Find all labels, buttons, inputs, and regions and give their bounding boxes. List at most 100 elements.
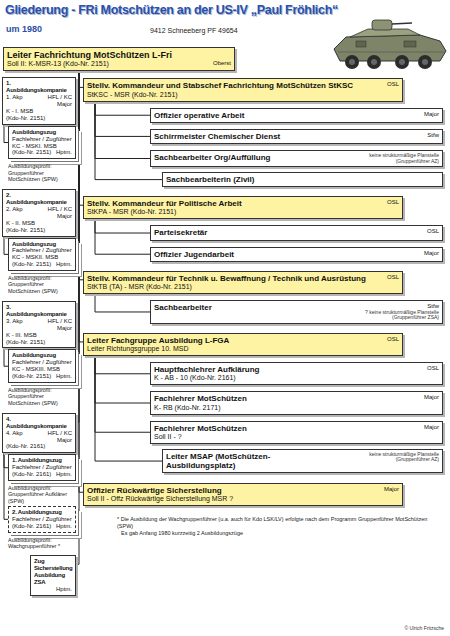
rank-column: OSL bbox=[387, 81, 399, 88]
node-text: OSL bbox=[427, 365, 439, 372]
org-connector bbox=[95, 102, 150, 116]
deputy-box: OSLLeiter Fachgruppe Ausbildung L-FGALei… bbox=[83, 333, 403, 356]
deputy-box: OSLStellv. Kommandeur für Technik u. Bew… bbox=[83, 271, 403, 294]
rank-column: Stfw bbox=[427, 132, 439, 139]
rank-column: keine strukturmäßige Planstelle (Gruppen… bbox=[343, 452, 439, 463]
node-text: HFL / KC bbox=[48, 206, 72, 213]
node-text: (Kdo-Nr. 2151) bbox=[12, 373, 72, 380]
node-text: Hptm. bbox=[56, 471, 72, 478]
node-text: Hptm. bbox=[56, 373, 72, 380]
note-text: Ausbildungsprofil: Wachgruppenführer * bbox=[8, 537, 76, 550]
node-text: HFL / KC bbox=[48, 318, 72, 325]
node-text: OSL bbox=[387, 81, 399, 88]
node-text: Schirrmeister Chemischer Dienst bbox=[154, 132, 439, 141]
node-text: StKPA - MSR (Kdo-Nr. 2151) bbox=[87, 208, 399, 216]
staff-box: MajorFachlehrer MotSchützenK- RB (Kdo-Nr… bbox=[150, 391, 443, 414]
node-text: 2. Ausbildungszug bbox=[12, 509, 72, 516]
platoon-box: 1. AusbildungszugFachlehrer / ZugführerH… bbox=[8, 454, 76, 481]
note-text: Es gab Anfang 1980 kurzzeitig 2 Ausbildu… bbox=[121, 530, 437, 536]
staff-box: Sachbearbeiterin (Zivil) bbox=[162, 172, 443, 187]
node-text: Major bbox=[424, 394, 439, 401]
node-text: Fachlehrer / Zugführer bbox=[12, 464, 72, 471]
node-text: Stellv. Kommandeur für Technik u. Bewaff… bbox=[87, 274, 399, 283]
staff-box: keine strukturmäßige Planstelle (Gruppen… bbox=[150, 150, 443, 167]
copyright-note: © Ulrich Fritzsche bbox=[340, 626, 444, 632]
node-text: Major bbox=[6, 213, 72, 220]
node-text: StKSC - MSR (Kdo-Nr. 2151) bbox=[87, 91, 399, 99]
node-text: 2. Akp bbox=[6, 206, 72, 213]
platoon-box: AusbildungszugFachlehrer / ZugführerKC -… bbox=[8, 238, 76, 272]
node-text: Stfw bbox=[343, 303, 439, 310]
org-connector bbox=[95, 356, 150, 432]
node-text: OSL bbox=[387, 274, 399, 281]
node-text: 1. Ausbildungskompanie bbox=[6, 80, 72, 94]
node-text: Hptm. bbox=[56, 261, 72, 268]
org-connector bbox=[95, 294, 150, 312]
node-text: Soll II - Offz Rückwärtige Sicherstellun… bbox=[87, 495, 399, 503]
chart-title: Gliederung - FRi Motschützen an der US-I… bbox=[5, 3, 338, 18]
node-text: (Kdo-Nr. 2151) bbox=[6, 115, 72, 122]
node-text: 1. Akp bbox=[6, 94, 72, 101]
node-text: Soll II - ? bbox=[154, 433, 439, 441]
node-text: 2. Ausbildungskompanie bbox=[6, 192, 72, 206]
node-text: Leiter Fachrichtung MotSchützen L-Fri bbox=[7, 50, 231, 60]
node-text: Major bbox=[424, 424, 439, 431]
platoon-box: 2. AusbildungszugFachlehrer / ZugführerH… bbox=[8, 506, 76, 533]
node-text: Parteisekretär bbox=[154, 228, 439, 237]
apc-vehicle bbox=[334, 20, 446, 69]
node-text: K - II. MSB bbox=[6, 220, 72, 227]
node-text: StKTB (TA) - MSR (Kdo-Nr. 2151) bbox=[87, 283, 399, 291]
node-text: Fachlehrer / Zugführer bbox=[12, 136, 72, 143]
subtitle-text: um 1980 bbox=[6, 24, 42, 34]
node-text: Hauptfachlehrer Aufklärung bbox=[154, 365, 439, 374]
note-text: Ausbildungsprofil: Gruppenführer MotSchü… bbox=[8, 163, 76, 182]
node-text: Major bbox=[6, 101, 72, 108]
node-text: Hptm. bbox=[56, 523, 72, 530]
node-text: Ausbildungszug bbox=[12, 129, 72, 136]
deputy-box: OSLStellv. Kommandeur für Politische Arb… bbox=[83, 196, 403, 219]
rank-column: Major bbox=[424, 424, 439, 431]
node-text: Fachlehrer / Zugführer bbox=[12, 516, 72, 523]
node-text: (Kdo-Nr. 2161) bbox=[6, 443, 72, 450]
node-text: Leiter Richtungsgruppe 10. MSD bbox=[87, 345, 399, 353]
node-text: OSL bbox=[427, 228, 439, 235]
node-text: 3. Ausbildungskompanie bbox=[6, 304, 72, 318]
node-text: Ausbildungszug bbox=[12, 241, 72, 248]
support-platoon-box: Zug Sicherstellung Ausbildung ZSAHptm. bbox=[30, 555, 76, 595]
node-text: ? keine strukturmäßige Planstelle (Grupp… bbox=[343, 310, 439, 321]
node-text: KC - MSKII. MSB bbox=[12, 254, 72, 261]
node-text: OSL bbox=[387, 336, 399, 343]
node-text: 4. Akp bbox=[6, 430, 72, 437]
org-connector bbox=[95, 102, 150, 159]
rank-column: Major bbox=[424, 250, 439, 257]
node-text: Offizier Rückwärtige Sicherstellung bbox=[87, 486, 399, 495]
staff-box: keine strukturmäßige Planstelle (Gruppen… bbox=[162, 449, 443, 473]
subtitle-text: 9412 Schneeberg PF 49654 bbox=[150, 27, 238, 35]
platoon-box: AusbildungszugFachlehrer / ZugführerKC -… bbox=[8, 349, 76, 383]
org-connector bbox=[95, 356, 150, 403]
node-text: Oberst bbox=[213, 60, 231, 67]
node-text: Fachlehrer / Zugführer bbox=[12, 247, 72, 254]
rank-column: OSL bbox=[427, 365, 439, 372]
org-connector bbox=[95, 356, 150, 374]
node-text: Hptm. bbox=[56, 149, 72, 156]
platoon-box: AusbildungszugFachlehrer / ZugführerKC -… bbox=[8, 126, 76, 160]
node-text: KC - MSKIII. MSB bbox=[12, 366, 72, 373]
staff-box: MajorFachlehrer MotSchützenSoll II - ? bbox=[150, 421, 443, 444]
node-text: K - III. MSB bbox=[6, 332, 72, 339]
node-text: (Kdo-Nr. 2151) bbox=[12, 261, 72, 268]
rank-column: OSL bbox=[387, 274, 399, 281]
company-box: 3. AusbildungskompanieHFL / KC3. AkpMajo… bbox=[2, 301, 76, 348]
node-text: 1. Ausbildungszug bbox=[12, 457, 72, 464]
note-text: Ausbildungsprofil: Gruppenführer MotSchü… bbox=[8, 275, 76, 294]
rank-column: OSL bbox=[387, 199, 399, 206]
rank-column: Stfw? keine strukturmäßige Planstelle (G… bbox=[343, 303, 439, 321]
company-box: 1. AusbildungskompanieHFL / KC1. AkpMajo… bbox=[2, 77, 76, 124]
staff-box: OSLHauptfachlehrer AufklärungK - AB - 10… bbox=[150, 362, 443, 385]
node-text: HFL / KC bbox=[48, 430, 72, 437]
node-text: Soll II: K-MSR-13 (Kdo-Nr. 2151) bbox=[7, 60, 231, 68]
node-text: Fachlehrer MotSchützen bbox=[154, 424, 439, 433]
node-text: Fachlehrer / Zugführer bbox=[12, 359, 72, 366]
rank-column: Major bbox=[384, 486, 399, 493]
